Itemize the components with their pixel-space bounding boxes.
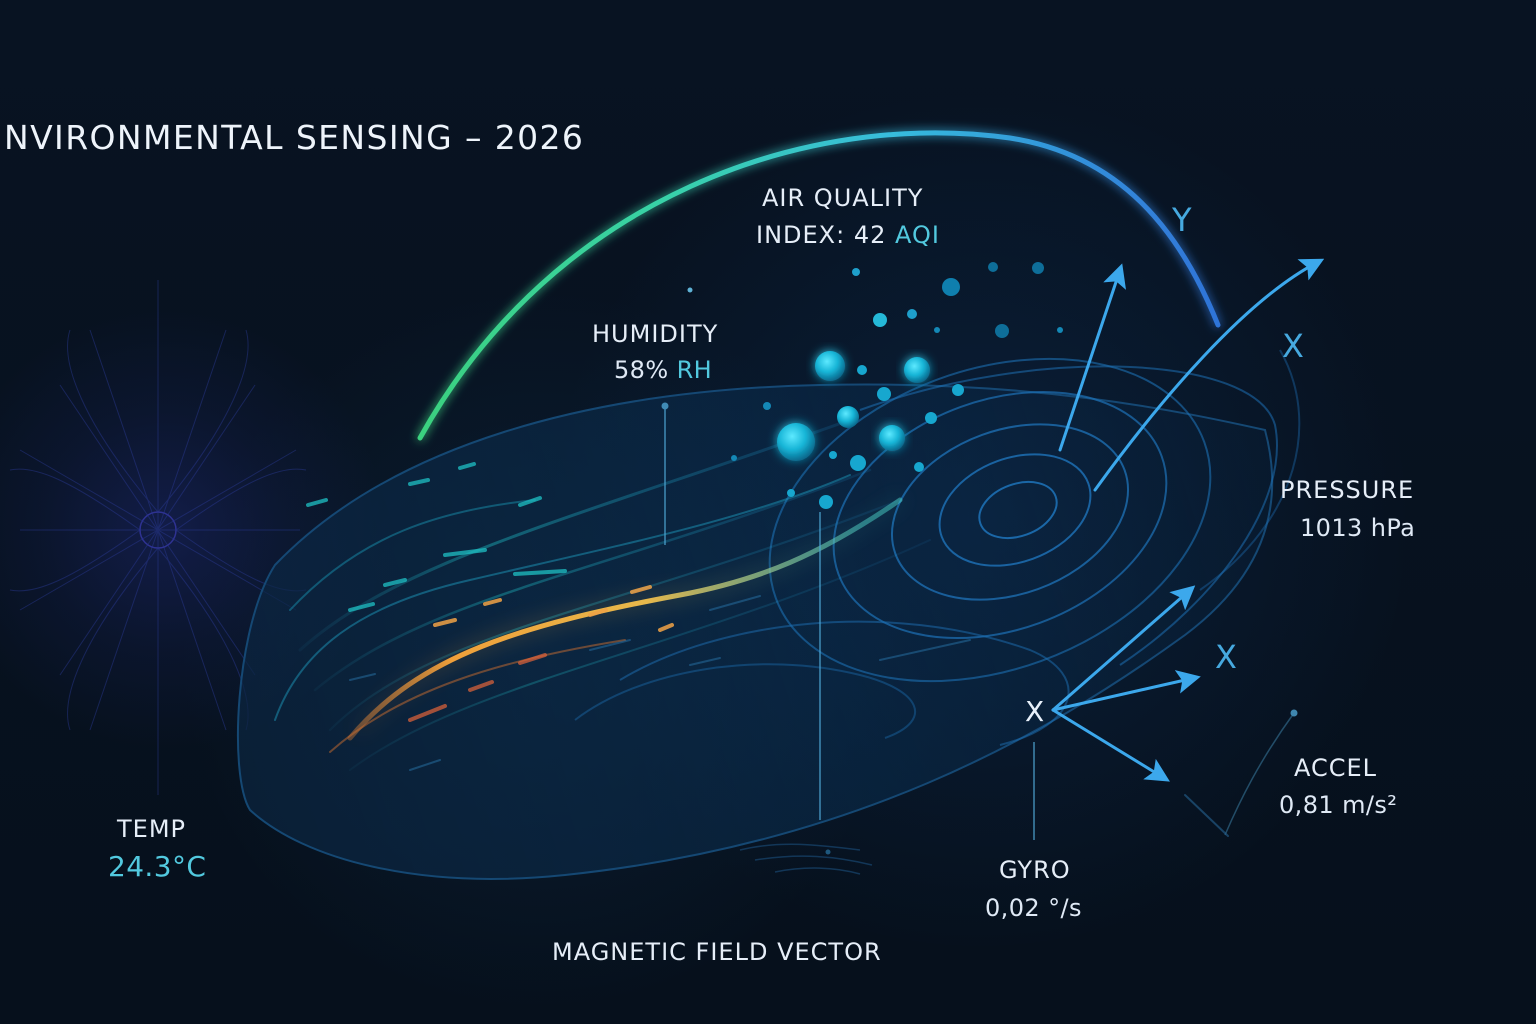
temp-label: TEMP xyxy=(117,815,187,843)
temp-value: 24.3°C xyxy=(108,850,207,883)
accel-value: 0,81 m/s² xyxy=(1279,791,1398,819)
temperature-wave xyxy=(347,497,903,741)
leader-lines xyxy=(661,402,1298,840)
airflow-streams xyxy=(274,418,931,771)
magnetic-contours xyxy=(574,349,1301,746)
air-quality-value: INDEX: 42 AQI xyxy=(756,223,940,247)
particle-dashes xyxy=(306,462,971,771)
axis-x-upper-label: X xyxy=(1282,327,1304,365)
bottom-field-swirl xyxy=(739,843,873,875)
humidity-value: 58% RH xyxy=(614,358,712,382)
humidity-unit: RH xyxy=(676,356,713,384)
pressure-label: PRESSURE xyxy=(1280,476,1415,504)
air-quality-unit: AQI xyxy=(895,221,940,249)
magnetic-field-label: MAGNETIC FIELD VECTOR xyxy=(552,938,882,966)
pressure-value: 1013 hPa xyxy=(1300,514,1416,542)
temp-field-lines xyxy=(9,280,307,795)
air-quality-particles xyxy=(687,262,1063,509)
air-quality-label: AIR QUALITY xyxy=(762,184,924,212)
sensor-arc xyxy=(417,130,1221,441)
axis-y-label: Y xyxy=(1172,201,1192,239)
gyro-value: 0,02 °/s xyxy=(985,894,1082,922)
gyro-label: GYRO xyxy=(999,856,1071,884)
vector-arrows xyxy=(1051,258,1325,837)
accel-label: ACCEL xyxy=(1294,754,1378,782)
axis-x-left-label: X xyxy=(1025,695,1045,728)
air-quality-index: INDEX: 42 xyxy=(756,221,887,249)
humidity-number: 58% xyxy=(614,356,669,384)
page-title: NVIRONMENTAL SENSING – 2026 xyxy=(4,118,585,157)
axis-x-middle-label: X xyxy=(1215,638,1237,676)
humidity-label: HUMIDITY xyxy=(592,320,719,348)
